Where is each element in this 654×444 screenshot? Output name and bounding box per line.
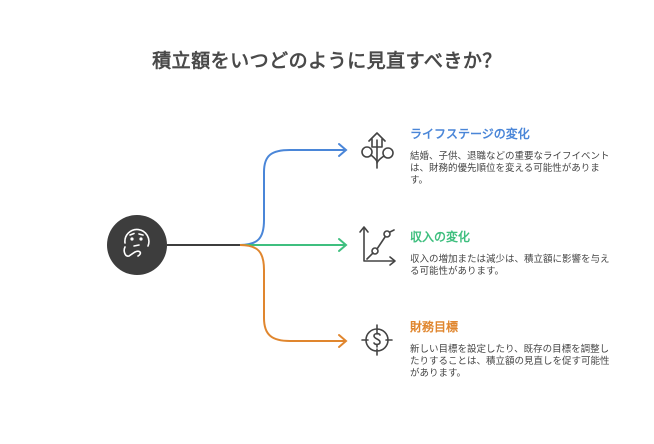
branch-description: 結婚、子供、退職などの重要なライフイベントは、財務的優先順位を変える可能性があり… xyxy=(410,151,610,186)
branch-line-3 xyxy=(239,244,345,342)
arrow-head-1 xyxy=(338,143,348,157)
dollar-target-icon xyxy=(361,324,393,356)
branch-line-1 xyxy=(239,149,345,246)
branch-title: ライフステージの変化 xyxy=(410,127,530,141)
branch-node-income: 収入の変化 収入の増加または減少は、積立額に影響を与える可能性があります。 xyxy=(410,228,610,278)
branch-title: 財務目標 xyxy=(410,320,459,334)
branch-description: 新しい目標を設定したり、既存の目標を調整したりすることは、積立額の見直しを促す可… xyxy=(410,344,610,379)
growth-chart-icon xyxy=(359,226,396,266)
arrow-head-3 xyxy=(338,334,348,348)
thinking-face-icon xyxy=(123,228,150,257)
branch-description: 収入の増加または減少は、積立額に影響を与える可能性があります。 xyxy=(410,254,610,277)
arrow-head-2 xyxy=(338,238,348,252)
life-stage-branch-icon xyxy=(361,132,394,169)
branch-node-life-stage: ライフステージの変化 結婚、子供、退職などの重要なライフイベントは、財務的優先順… xyxy=(410,125,610,187)
branch-title: 収入の変化 xyxy=(410,230,471,244)
branch-node-financial-goals: 財務目標 新しい目標を設定したり、既存の目標を調整したりすることは、積立額の見直… xyxy=(410,318,610,380)
diagram-title: 積立額をいつどのように見直すべきか？ xyxy=(152,50,502,72)
